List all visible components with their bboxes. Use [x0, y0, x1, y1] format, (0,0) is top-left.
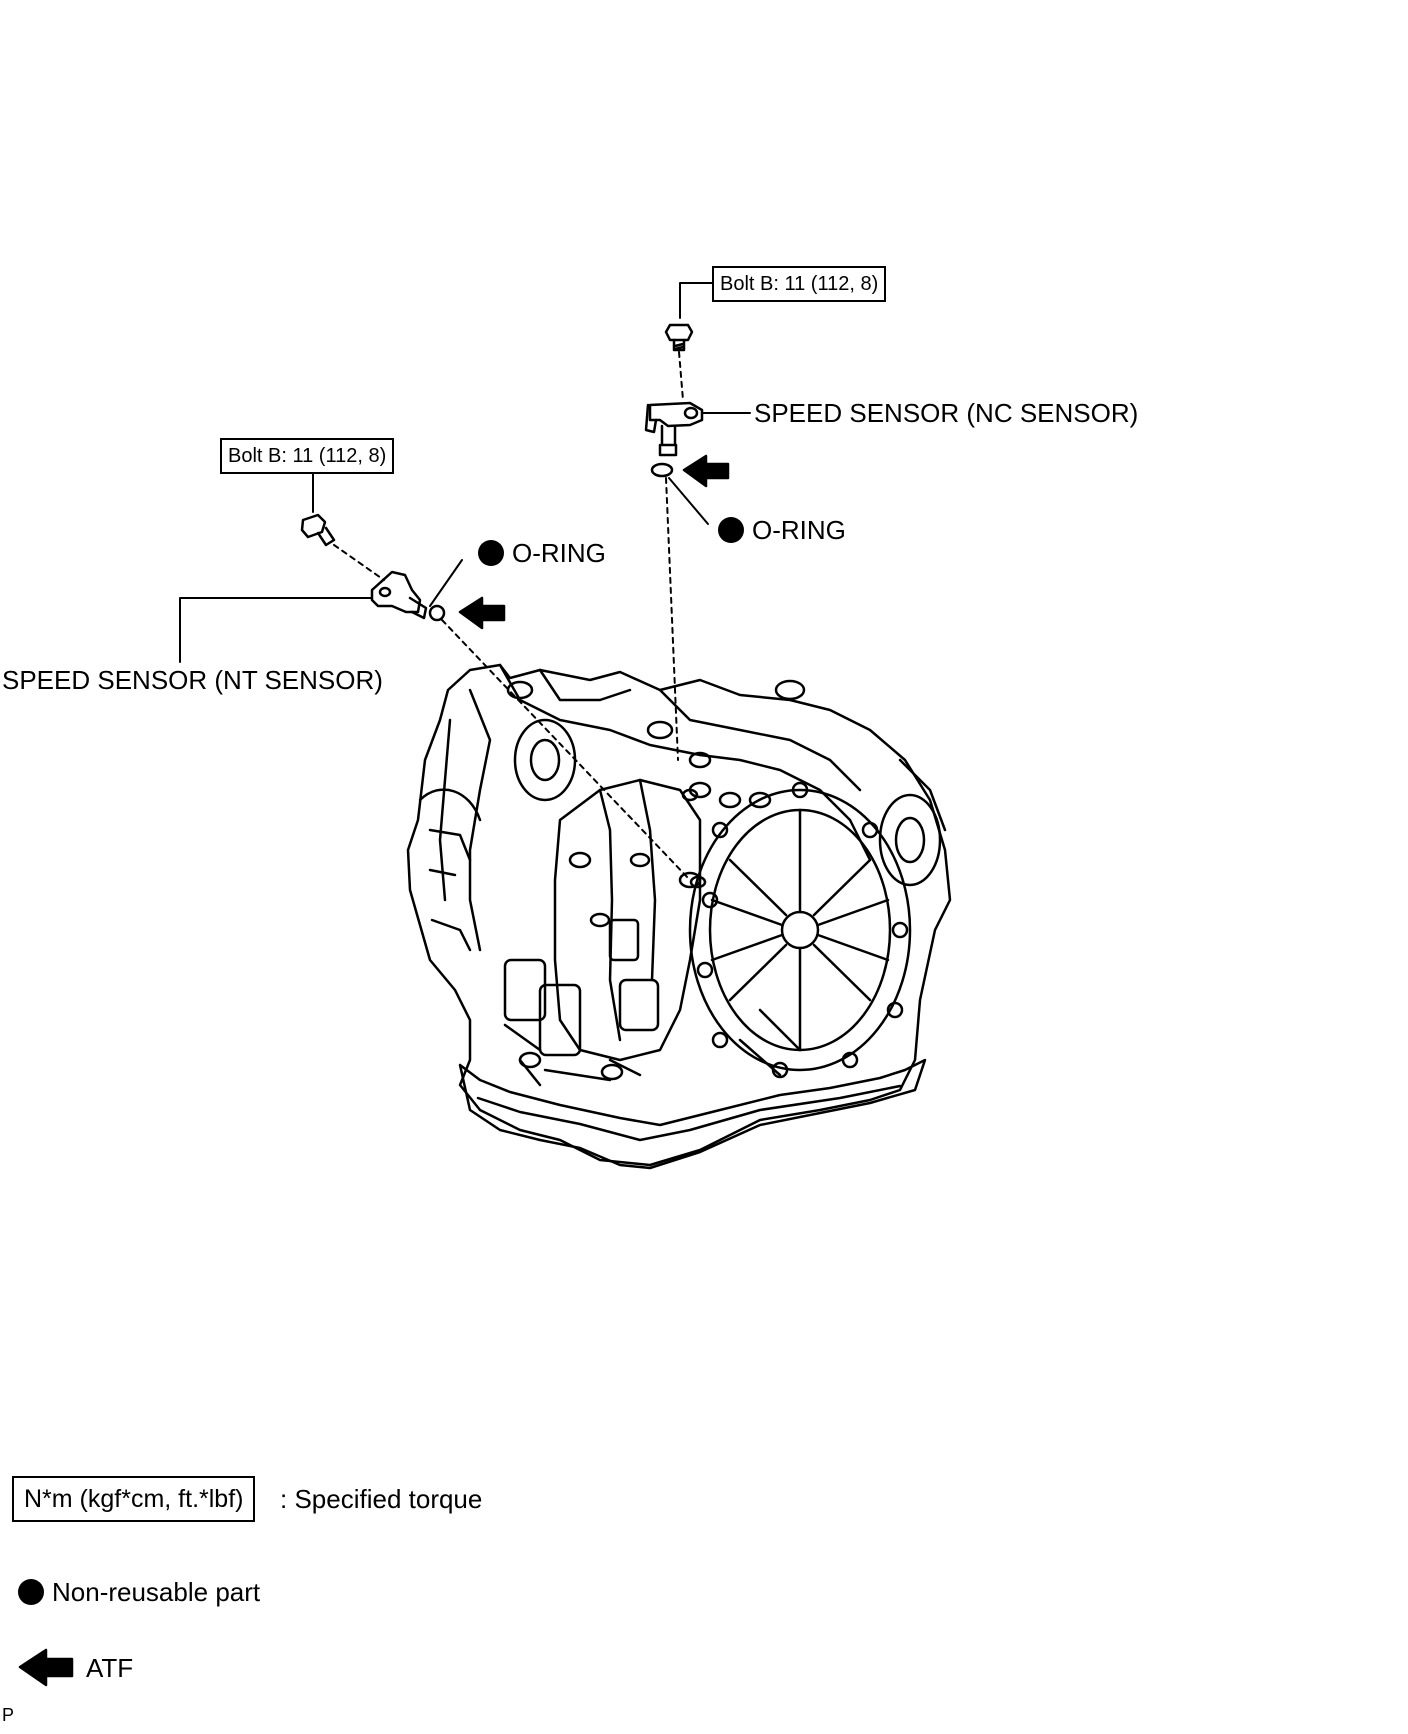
- non-reusable-legend: Non-reusable part: [18, 1577, 260, 1607]
- bolt-b-nt-icon: [300, 513, 336, 547]
- nt-speed-sensor-icon: [370, 570, 428, 620]
- non-reusable-dot-icon: [18, 1579, 44, 1605]
- non-reusable-dot-icon: [718, 517, 744, 543]
- nt-atf-arrow-icon: [458, 596, 506, 630]
- transaxle-housing: [406, 663, 952, 1170]
- legend-atf-arrow-icon: [18, 1648, 74, 1687]
- nc-o-ring-icon: [650, 462, 674, 478]
- atf-legend-label: ATF: [86, 1653, 134, 1683]
- nt-o-ring-icon: [428, 604, 446, 622]
- nc-sensor-label: SPEED SENSOR (NC SENSOR): [754, 398, 1139, 428]
- bolt-nt-torque-callout: Bolt B: 11 (112, 8): [220, 438, 395, 474]
- bolt-b-nc-icon: [664, 323, 694, 352]
- nt-sensor-label: SPEED SENSOR (NT SENSOR): [2, 665, 383, 695]
- nc-sensor-assembly: [644, 282, 751, 761]
- non-reusable-dot-icon: [478, 540, 504, 566]
- nt-sensor-assembly: [179, 471, 691, 881]
- torque-unit-legend-box: N*m (kgf*cm, ft.*lbf): [12, 1476, 256, 1522]
- bolt-nc-torque-callout: Bolt B: 11 (112, 8): [712, 266, 887, 302]
- nc-speed-sensor-icon: [644, 401, 704, 457]
- nc-o-ring-label: O-RING: [718, 515, 846, 545]
- nc-atf-arrow-icon: [682, 454, 730, 488]
- torque-legend-description: : Specified torque: [280, 1484, 483, 1514]
- footer-mark: P: [2, 1705, 15, 1725]
- nt-o-ring-label: O-RING: [478, 538, 606, 568]
